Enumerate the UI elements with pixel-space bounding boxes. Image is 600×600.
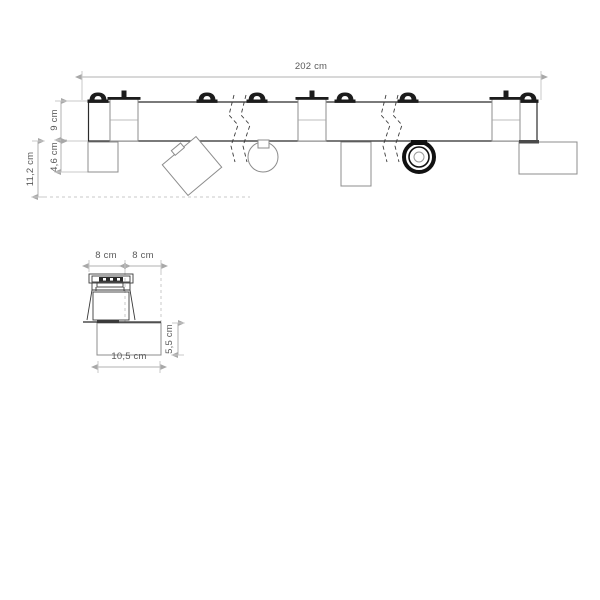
dimension-label-width-right: 8 cm	[132, 250, 153, 261]
dimension-label-base-width: 10,5 cm	[111, 351, 146, 362]
dimension-detail-base-width: 10,5 cm	[91, 351, 167, 373]
break-line-1	[228, 94, 239, 163]
dimension-label-depth: 5,5 cm	[164, 324, 175, 354]
connector-box	[295, 90, 329, 142]
break-line-3	[380, 94, 391, 163]
dimension-drop-height: 4,6 cm	[49, 138, 88, 175]
dimension-label-total-height: 11,2 cm	[25, 152, 36, 187]
break-line-4	[392, 94, 403, 163]
dimension-overall-length: 202 cm	[75, 61, 548, 100]
dome-module	[196, 92, 218, 103]
dome-module	[334, 92, 356, 103]
spot-rect-mid	[340, 141, 372, 187]
connector-box	[489, 90, 523, 142]
spot-rect-right	[518, 140, 578, 175]
dimension-label-width-left: 8 cm	[95, 250, 116, 261]
track-connector-boxes	[107, 90, 523, 142]
hanging-fixtures	[87, 135, 578, 197]
track-top-domes	[87, 92, 539, 103]
dome-module	[87, 92, 109, 103]
dimension-label-overall-length: 202 cm	[295, 61, 327, 72]
dimension-total-height: 11,2 cm	[25, 138, 250, 200]
connector-box	[107, 90, 141, 142]
spot-round-open	[247, 139, 279, 173]
dome-module	[397, 92, 419, 103]
dimension-detail-depth: 5,5 cm	[164, 320, 185, 358]
dimension-label-rail-height: 9 cm	[49, 109, 60, 130]
dome-module	[246, 92, 268, 103]
detail-profile-group: 8 cm 8 cm	[82, 250, 185, 373]
main-elevation-group: 202 cm 9 cm 4,6 cm	[25, 61, 578, 200]
spot-round-recessed	[402, 140, 436, 174]
dome-module	[517, 92, 539, 103]
detail-base-block	[96, 322, 162, 356]
spot-rect-left	[87, 141, 119, 173]
dimension-rail-height: 9 cm	[49, 98, 88, 143]
dimension-label-drop-height: 4,6 cm	[49, 142, 60, 172]
track-profile-body	[83, 273, 162, 356]
spot-rect-tilted	[161, 135, 223, 197]
